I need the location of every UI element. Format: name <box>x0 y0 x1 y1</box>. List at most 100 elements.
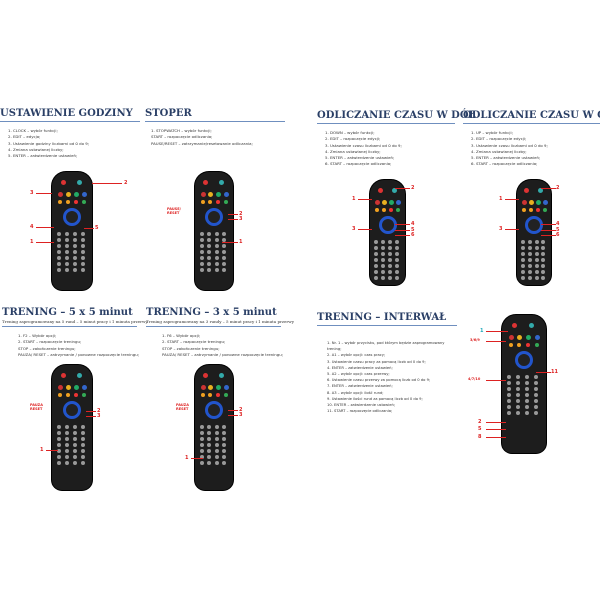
step: 3. Ustawienie czasu liczbami od 0 do 9; <box>325 142 402 148</box>
number-button <box>199 244 204 248</box>
number-button <box>207 455 212 459</box>
callout-arrow <box>486 437 506 438</box>
step: PAUSE/RESET – zatrzymanie/resetowanie od… <box>151 140 253 146</box>
number-button <box>507 411 512 415</box>
number-button <box>533 399 538 403</box>
divider <box>317 325 457 326</box>
section-title: TRENING – INTERWAŁ <box>317 312 447 323</box>
color-button <box>200 192 206 197</box>
number-button <box>64 244 69 248</box>
power-button <box>60 180 66 185</box>
number-button <box>516 387 521 391</box>
callout-arrow <box>228 219 238 220</box>
callout-label: 4 <box>411 221 415 227</box>
section-title: ODLICZANIE CZASU W GÓRĘ <box>463 110 600 121</box>
power-button <box>511 323 517 328</box>
function-button <box>526 343 531 347</box>
dpad <box>63 401 81 419</box>
color-button <box>528 200 534 205</box>
mode-button <box>218 180 224 185</box>
step: 1. CLOCK – wybór funkcji; <box>8 128 58 133</box>
number-button <box>524 411 529 415</box>
number-button <box>541 270 546 274</box>
callout-arrow <box>486 341 506 342</box>
callout-label: 4 <box>30 224 34 230</box>
callout-arrow <box>86 411 96 412</box>
number-button <box>533 393 538 397</box>
color-button <box>375 200 381 205</box>
number-button <box>214 425 219 429</box>
section-title: TRENING – 5 x 5 minut <box>2 307 133 318</box>
callout-label: 2 <box>239 407 243 413</box>
step: 9. Ustawienie ilości rund za pomocą licz… <box>327 396 423 401</box>
remote-control-image <box>195 172 233 290</box>
step: 2. EDIT – rozpoczęcie edycji; <box>471 136 527 142</box>
callout-label: 2 <box>411 185 415 191</box>
function-button <box>58 200 62 204</box>
number-button <box>222 443 227 447</box>
color-button <box>208 192 214 197</box>
divider <box>463 123 600 124</box>
number-button <box>207 244 212 248</box>
callout-label: 3 <box>499 226 503 232</box>
number-button <box>72 250 77 254</box>
step: 4. Zmiana ustawianej liczby; <box>8 146 64 152</box>
number-button <box>524 381 529 385</box>
function-button <box>74 200 78 204</box>
number-button <box>521 246 526 250</box>
number-button <box>214 431 219 435</box>
number-button <box>374 264 379 268</box>
function-button <box>66 200 70 204</box>
number-button <box>388 276 393 280</box>
function-button <box>200 200 205 204</box>
callout-label: 8 <box>478 434 482 440</box>
number-button <box>56 262 61 266</box>
step: 6. START – rozpoczęcie odliczania; <box>325 161 392 167</box>
steps-list: 1. F6 – Wybór opcji;2. START – rozpoczęc… <box>162 333 283 358</box>
number-button <box>56 268 61 272</box>
number-button <box>388 252 393 256</box>
function-button <box>208 200 213 204</box>
color-button <box>535 200 541 205</box>
mode-button <box>218 373 224 378</box>
steps-list: 1. F2 – Wybór opcji;2. START – rozpoczęc… <box>18 333 139 358</box>
number-button <box>222 455 227 459</box>
number-button <box>64 268 69 272</box>
callout-label: 4 <box>556 221 560 227</box>
callout-arrow <box>486 422 506 423</box>
number-button <box>56 244 61 248</box>
step: trening; <box>327 347 342 352</box>
section-title: TRENING – 3 x 5 minut <box>146 307 277 318</box>
number-button <box>395 276 400 280</box>
color-button <box>223 385 229 390</box>
callout-arrow <box>358 229 372 230</box>
number-button <box>72 437 77 441</box>
steps-list: 1. CLOCK – wybór funkcji;2. EDIT – edycj… <box>8 128 140 159</box>
number-button <box>207 449 212 453</box>
number-button <box>533 381 538 385</box>
callout-label: 1 <box>239 239 243 245</box>
number-button <box>199 238 204 242</box>
number-button <box>534 246 539 250</box>
callout-arrow <box>486 331 508 332</box>
number-button <box>214 268 219 272</box>
section-clock: USTAWIENIE GODZINY 1. CLOCK – wybór funk… <box>0 108 140 159</box>
number-button <box>207 250 212 254</box>
number-button <box>214 256 219 260</box>
divider <box>0 121 140 122</box>
number-button <box>80 268 85 272</box>
mode-button <box>76 180 82 185</box>
number-button <box>533 405 538 409</box>
section-countdown: ODLICZANIE CZASU W DÓŁ 1. DOWN – wybór f… <box>317 110 476 168</box>
color-button <box>66 385 71 390</box>
step: 5. ENTER – zatwierdzenie ustawień; <box>471 155 541 161</box>
callout-label: 2 <box>124 180 128 186</box>
number-button <box>524 399 529 403</box>
step: 4. Zmiana ustawianej liczby; <box>325 148 381 154</box>
number-button <box>72 425 77 429</box>
number-button <box>72 268 77 272</box>
color-button <box>508 335 514 340</box>
number-button <box>381 264 386 268</box>
remote-control-image <box>195 365 233 490</box>
